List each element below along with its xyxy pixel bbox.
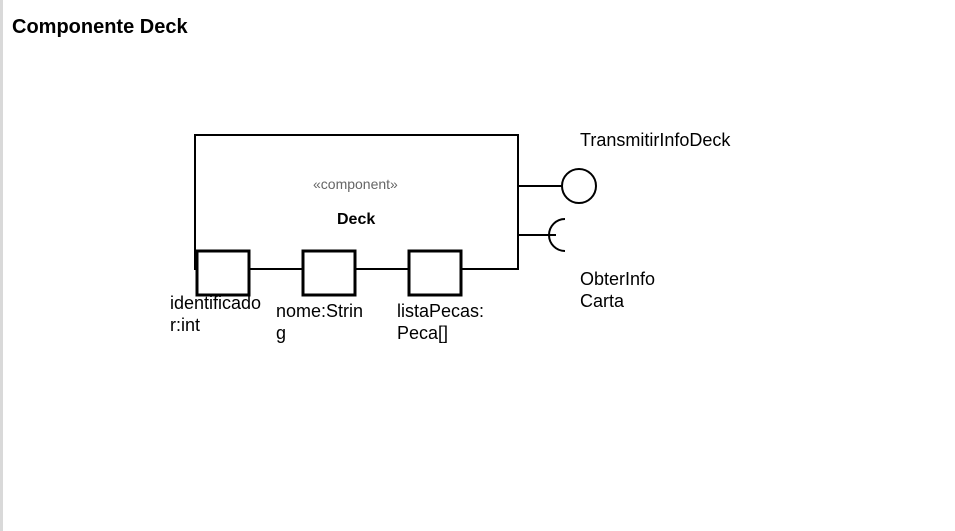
- provided-interface-label: TransmitirInfoDeck: [580, 130, 731, 150]
- port-nome: [301, 249, 357, 297]
- port-label-listapecas: listaPecas: Peca[]: [397, 301, 485, 343]
- port-label-nome: nome:Strin g: [276, 301, 364, 343]
- port-label-identificador: identificado r:int: [170, 293, 262, 335]
- port-identificador: [195, 249, 251, 297]
- component-box: [194, 134, 519, 270]
- required-interface-icon: [548, 218, 566, 252]
- required-interface-label: ObterInfo Carta: [580, 269, 656, 311]
- port-listapecas: [407, 249, 463, 297]
- component-stereotype: «component»: [313, 176, 398, 192]
- provided-interface-icon: [561, 168, 597, 204]
- component-name: Deck: [337, 211, 376, 228]
- left-page-rule: [0, 0, 3, 531]
- page-title: Componente Deck: [12, 16, 188, 38]
